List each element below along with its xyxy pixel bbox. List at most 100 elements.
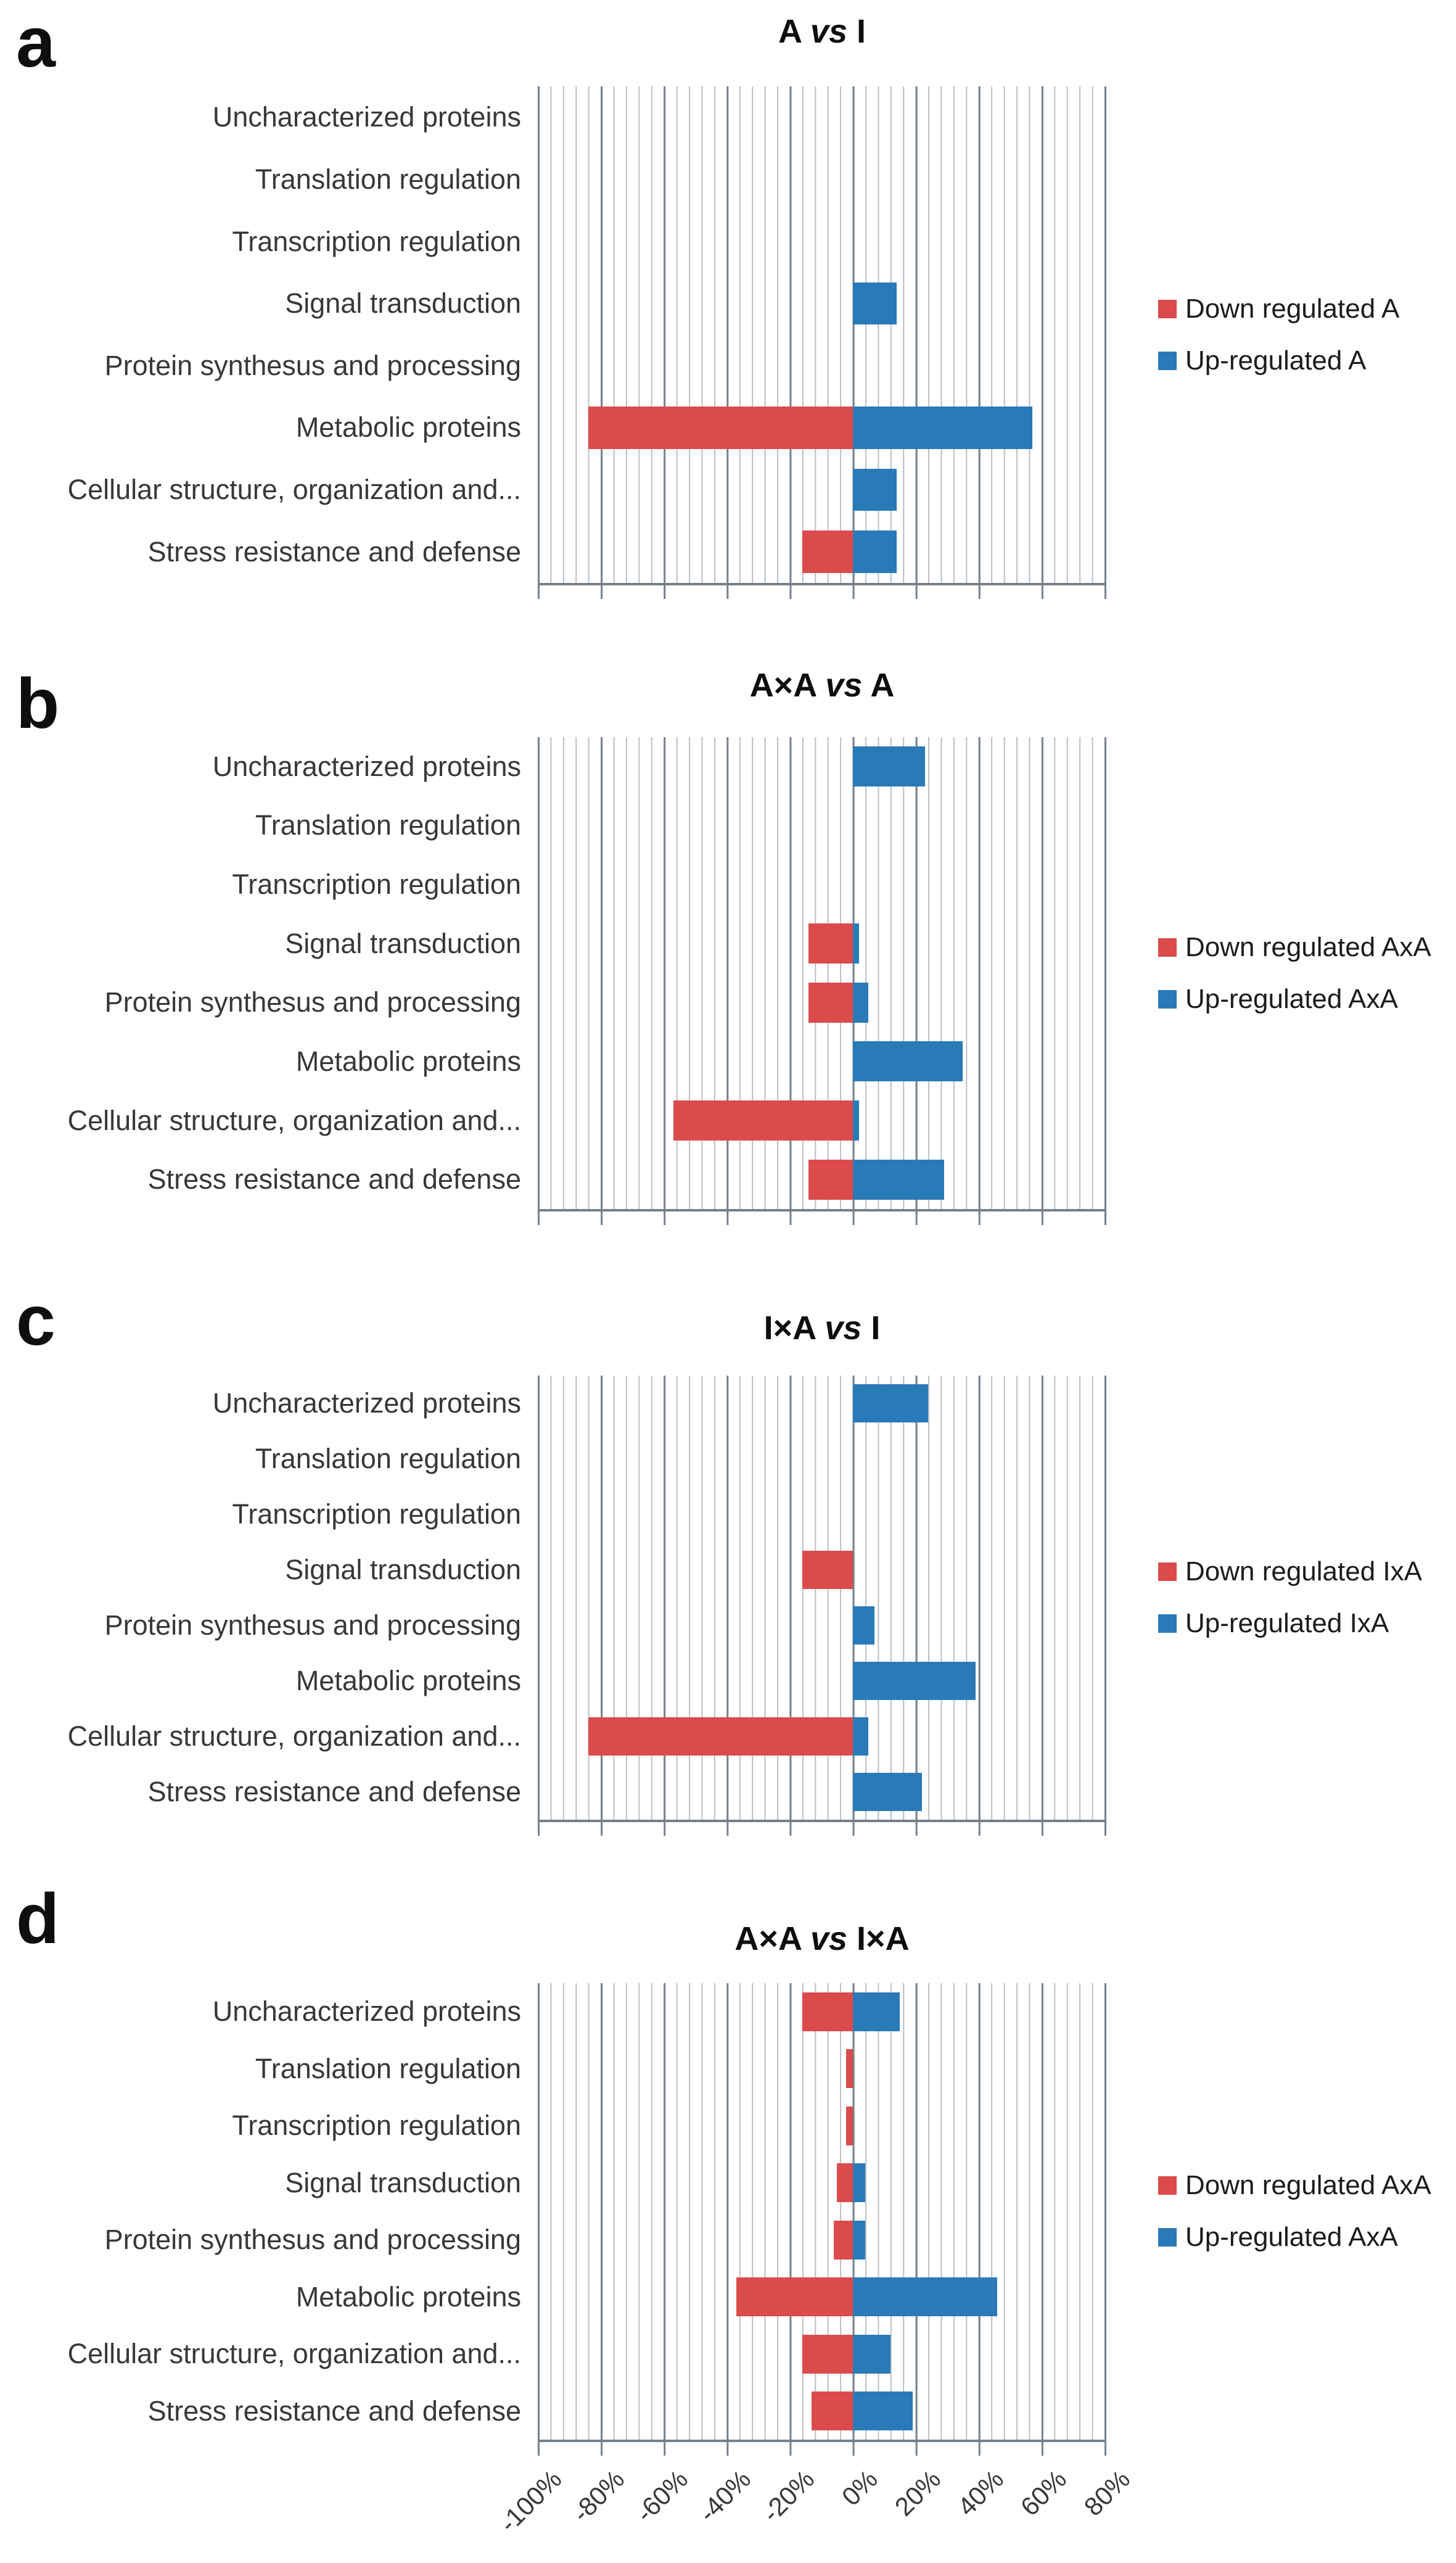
x-tick-label: -40% [693,2464,757,2528]
category-label: Metabolic proteins [295,411,521,444]
up-bar [852,923,859,964]
bar-row [538,210,1104,273]
up-swatch-icon [1158,1614,1177,1633]
up-bar [852,530,897,573]
legend-up-label: Up-regulated AxA [1185,983,1398,1014]
up-bar [852,2220,865,2260]
category-label: Protein synthesus and processing [104,986,521,1018]
up-bar [852,282,897,325]
x-axis-b [538,1209,1106,1225]
panel-b-title: A×A vs A [538,666,1106,704]
category-label: Protein synthesus and processing [104,349,521,381]
category-label: Cellular structure, organization and... [67,474,521,506]
bar-row [538,2269,1104,2326]
legend-up-label: Up-regulated A [1185,345,1367,376]
up-bar [852,1606,875,1645]
panel-d-title: A×A vs I×A [538,1920,1106,1958]
down-bar [846,2049,853,2089]
category-label: Metabolic proteins [295,2280,521,2313]
up-bar [852,1717,869,1756]
title-right: I [857,13,866,50]
category-label: Signal transduction [285,927,521,959]
category-label: Translation regulation [255,809,521,841]
legend-down-label: Down regulated AxA [1185,2170,1431,2200]
legend-down-label: Down regulated IxA [1185,1556,1422,1587]
down-bar [802,1992,853,2031]
legend-item-up: Up-regulated IxA [1158,1608,1422,1639]
down-bar [812,2392,853,2431]
legend-down-label: Down regulated AxA [1185,931,1431,962]
up-bar [852,1100,859,1141]
x-tick-label: -60% [630,2464,694,2528]
bar-row [538,1487,1104,1542]
down-bar [736,2277,853,2317]
down-swatch-icon [1158,2176,1177,2195]
title-left: A×A [749,667,816,704]
bar-row [538,1709,1104,1764]
bar-row [538,2041,1104,2098]
category-label: Transcription regulation [232,1498,521,1530]
up-bar [852,746,925,787]
panel-a-title: A vs I [538,12,1106,51]
panel-letter-b: b [16,664,60,743]
x-tick-label: 20% [889,2464,946,2522]
title-right: I [871,1310,881,1347]
legend-item-down: Down regulated AxA [1158,932,1431,963]
up-bar [852,407,1032,449]
down-swatch-icon [1158,1562,1177,1581]
panel-letter-a: a [16,3,56,82]
bar-row [538,1598,1104,1653]
legend-item-down: Down regulated A [1158,294,1399,324]
down-bar [588,1717,853,1756]
down-bar [808,982,853,1023]
bar-row [538,273,1104,335]
bar-row [538,1983,1104,2041]
category-label: Transcription regulation [232,225,521,257]
legend-d: Down regulated AxA Up-regulated AxA [1158,2170,1431,2253]
bar-row [538,2155,1104,2212]
category-label: Protein synthesus and processing [104,1609,521,1641]
bar-row [538,2383,1104,2440]
category-label: Cellular structure, organization and... [67,2338,521,2370]
legend-down-label: Down regulated A [1185,293,1400,324]
category-label: Stress resistance and defense [147,1776,521,1807]
legend-c: Down regulated IxA Up-regulated IxA [1158,1556,1422,1639]
up-bar [852,1662,976,1700]
category-label: Signal transduction [285,2166,521,2198]
bar-row [538,855,1104,914]
category-label: Transcription regulation [232,2110,521,2142]
up-swatch-icon [1158,351,1177,370]
up-bar [852,1041,963,1082]
title-right: A [870,667,895,704]
bar-row [538,1542,1104,1598]
up-bar [852,1992,900,2031]
legend-item-up: Up-regulated AxA [1158,984,1431,1015]
bar-row [538,397,1104,459]
up-bar [852,2392,913,2431]
category-label: Signal transduction [285,1554,521,1585]
legend-up-label: Up-regulated IxA [1185,1608,1389,1638]
bar-row [538,149,1104,211]
x-tick-labels: -100%-80%-60%-40%-20%0%20%40%60%80% [493,2464,1135,2563]
up-bar [852,2277,998,2317]
category-label: Uncharacterized proteins [212,750,521,782]
legend-item-up: Up-regulated A [1158,345,1399,376]
title-left: A [778,13,801,50]
bar-row [538,1150,1104,1209]
down-swatch-icon [1158,299,1177,318]
title-vs: vs [825,1310,862,1347]
down-bar [837,2163,853,2203]
legend-item-up: Up-regulated AxA [1158,2222,1431,2253]
x-axis-c [538,1820,1106,1836]
x-axis-a [538,583,1106,599]
category-label: Translation regulation [255,1443,521,1474]
bar-row [538,1376,1104,1431]
bar-row [538,1091,1104,1150]
up-bar [852,2334,890,2374]
up-swatch-icon [1158,2228,1177,2247]
up-bar [852,982,869,1023]
up-bar [852,2163,865,2203]
